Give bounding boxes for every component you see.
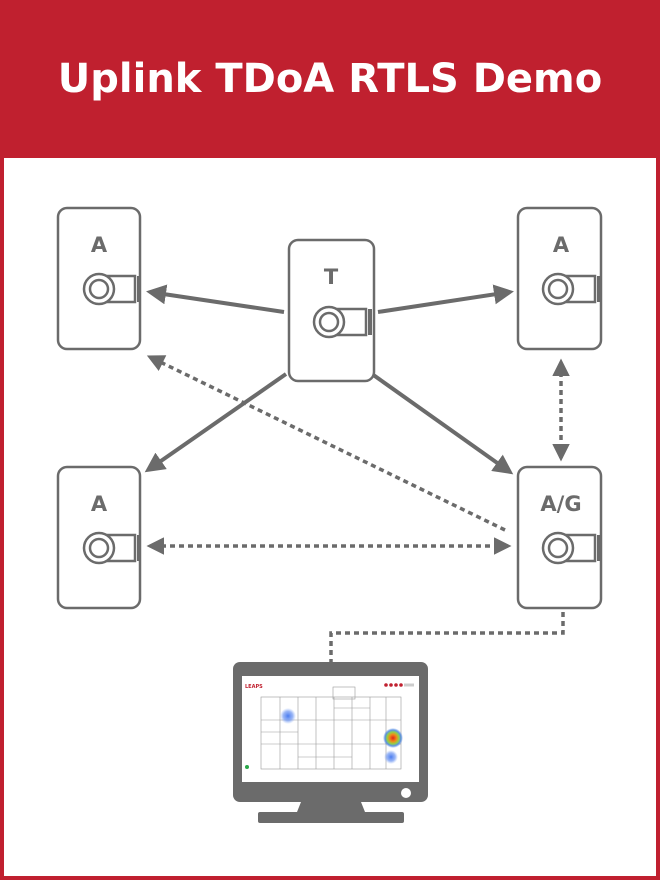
device-label: A: [91, 233, 108, 257]
dotted-links: [146, 355, 570, 662]
device-anchor-top-right: A: [516, 206, 603, 351]
solid-links: [144, 284, 514, 475]
device-label: T: [324, 265, 339, 289]
status-dots: [384, 683, 414, 687]
device-label: A: [553, 233, 570, 257]
heat-spot-blue: [384, 750, 398, 764]
link-gateway-to-monitor: [329, 612, 565, 662]
arrow-tag-to-anchor-top-left: [146, 284, 285, 314]
heat-spot-hot: [383, 728, 403, 748]
header-banner: Uplink TDoA RTLS Demo: [0, 0, 660, 158]
sync-link-gateway-to-anchor-top-left: [146, 355, 506, 532]
device-anchor-gateway: A/G: [516, 465, 603, 610]
arrow-tag-to-gateway: [370, 372, 514, 475]
device-label: A: [91, 492, 108, 516]
page-title: Uplink TDoA RTLS Demo: [57, 56, 603, 102]
heat-spot-blue: [280, 708, 296, 724]
arrow-tag-to-anchor-top-right: [377, 284, 514, 314]
monitor-icon: LEAPS: [233, 662, 428, 823]
app-logo: LEAPS: [245, 684, 263, 690]
device-anchor-bottom-left: A: [56, 465, 142, 610]
screen-content: LEAPS: [245, 683, 414, 770]
arrow-tag-to-anchor-bottom-left: [144, 372, 288, 473]
device-tag: T: [287, 238, 376, 383]
device-anchor-top-left: A: [56, 206, 142, 351]
status-indicator: [245, 765, 249, 769]
device-label: A/G: [540, 492, 581, 516]
